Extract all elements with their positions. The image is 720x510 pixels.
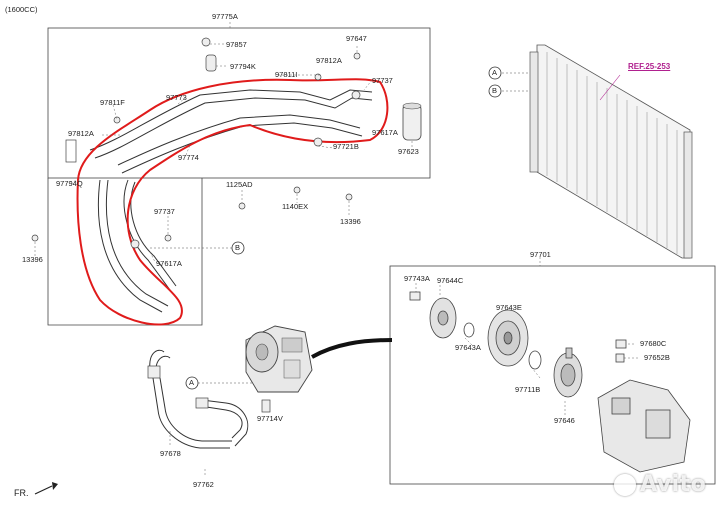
front-arrow: [34, 482, 58, 495]
marker-b-condenser: B: [492, 86, 498, 95]
clutch-parts: [409, 291, 691, 473]
callout-arc: [311, 338, 393, 359]
label-97678: 97678: [160, 449, 181, 458]
label-97743A: 97743A: [404, 274, 430, 283]
label-97644C: 97644C: [437, 276, 464, 285]
hose-fittings: [147, 365, 271, 413]
label-97812A-top: 97812A: [316, 56, 342, 65]
label-97774: 97774: [178, 153, 199, 162]
engine-note: (1600CC): [5, 5, 38, 14]
marker-a-condenser: A: [492, 68, 498, 77]
label-97623: 97623: [398, 147, 419, 156]
label-97811F: 97811F: [100, 98, 125, 107]
receiver-drier: [402, 102, 422, 141]
condenser: [529, 44, 693, 259]
front-label: FR.: [14, 488, 29, 498]
label-97811I: 97811I: [275, 70, 298, 79]
label-97701: 97701: [530, 250, 551, 259]
label-97647: 97647: [346, 34, 367, 43]
label-97737-mid: 97737: [154, 207, 175, 216]
ref-link[interactable]: REF.25-253: [628, 62, 671, 71]
ac-pipes: [89, 89, 373, 313]
label-97643E: 97643E: [496, 303, 522, 312]
label-97762: 97762: [193, 480, 214, 489]
label-97652B: 97652B: [644, 353, 670, 362]
highlight-outline: [76, 78, 389, 326]
label-97680C: 97680C: [640, 339, 667, 348]
marker-a-hose: A: [189, 378, 195, 387]
label-97714V: 97714V: [257, 414, 283, 423]
label-13396-mid: 13396: [340, 217, 361, 226]
label-97775A: 97775A: [212, 12, 238, 21]
label-1140EX: 1140EX: [282, 202, 309, 211]
label-97773: 97773: [166, 93, 187, 102]
fittings: [31, 37, 361, 249]
watermark-logo: [614, 474, 636, 496]
label-97617A-mid: 97617A: [156, 259, 182, 268]
marker-b-main: B: [235, 243, 241, 252]
main-box-lower: [47, 178, 203, 326]
label-97721B: 97721B: [333, 142, 359, 151]
label-97646: 97646: [554, 416, 575, 425]
compressor-kit-box: [389, 265, 716, 485]
label-97857: 97857: [226, 40, 247, 49]
label-13396-left: 13396: [22, 255, 43, 264]
label-1125AD: 1125AD: [226, 180, 253, 189]
label-97643A: 97643A: [455, 343, 481, 352]
label-97711B: 97711B: [515, 385, 541, 394]
label-97794K: 97794K: [230, 62, 256, 71]
main-box-upper: [47, 27, 431, 179]
marker-circles: [185, 66, 502, 390]
label-97617A-top: 97617A: [372, 128, 398, 137]
compressor-main: [245, 325, 313, 393]
watermark-text: Avito: [640, 472, 707, 497]
label-97794Q: 97794Q: [56, 179, 83, 188]
label-97737-top: 97737: [372, 76, 393, 85]
label-97812A-left: 97812A: [68, 129, 94, 138]
